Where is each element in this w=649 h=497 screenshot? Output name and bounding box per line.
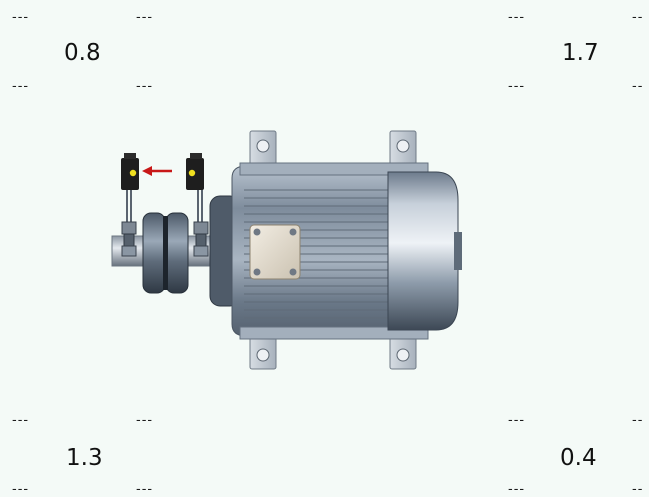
motor-foot xyxy=(389,332,417,370)
reading-placeholder: --- xyxy=(508,10,526,25)
reading-placeholder: -- xyxy=(632,413,644,428)
reading-placeholder: -- xyxy=(632,482,644,497)
motor-foot xyxy=(249,130,277,168)
arrow-left-icon xyxy=(142,166,172,176)
reading-placeholder: --- xyxy=(12,10,30,25)
motor-foot xyxy=(249,332,277,370)
reading-placeholder: --- xyxy=(12,482,30,497)
motor-foot xyxy=(389,130,417,168)
sensor-bracket-left xyxy=(121,188,137,257)
sensor-bracket-right xyxy=(193,188,209,257)
laser-sensor-icon xyxy=(121,153,139,190)
terminal-box xyxy=(249,224,301,280)
reading-placeholder: --- xyxy=(136,79,154,94)
reading-top-right: 1.7 xyxy=(562,40,599,66)
reading-placeholder: -- xyxy=(632,79,644,94)
reading-placeholder: --- xyxy=(12,79,30,94)
reading-placeholder: --- xyxy=(136,10,154,25)
reading-top-left: 0.8 xyxy=(64,40,101,66)
reading-placeholder: --- xyxy=(508,79,526,94)
reading-bottom-right: 0.4 xyxy=(560,445,597,471)
reading-placeholder: --- xyxy=(12,413,30,428)
reading-placeholder: --- xyxy=(136,482,154,497)
shaft-coupling-icon xyxy=(142,212,189,294)
electric-motor-icon xyxy=(209,162,462,340)
laser-sensor-icon xyxy=(186,153,204,190)
reading-placeholder: -- xyxy=(632,10,644,25)
reading-placeholder: --- xyxy=(136,413,154,428)
reading-placeholder: --- xyxy=(508,482,526,497)
reading-bottom-left: 1.3 xyxy=(66,445,103,471)
reading-placeholder: --- xyxy=(508,413,526,428)
